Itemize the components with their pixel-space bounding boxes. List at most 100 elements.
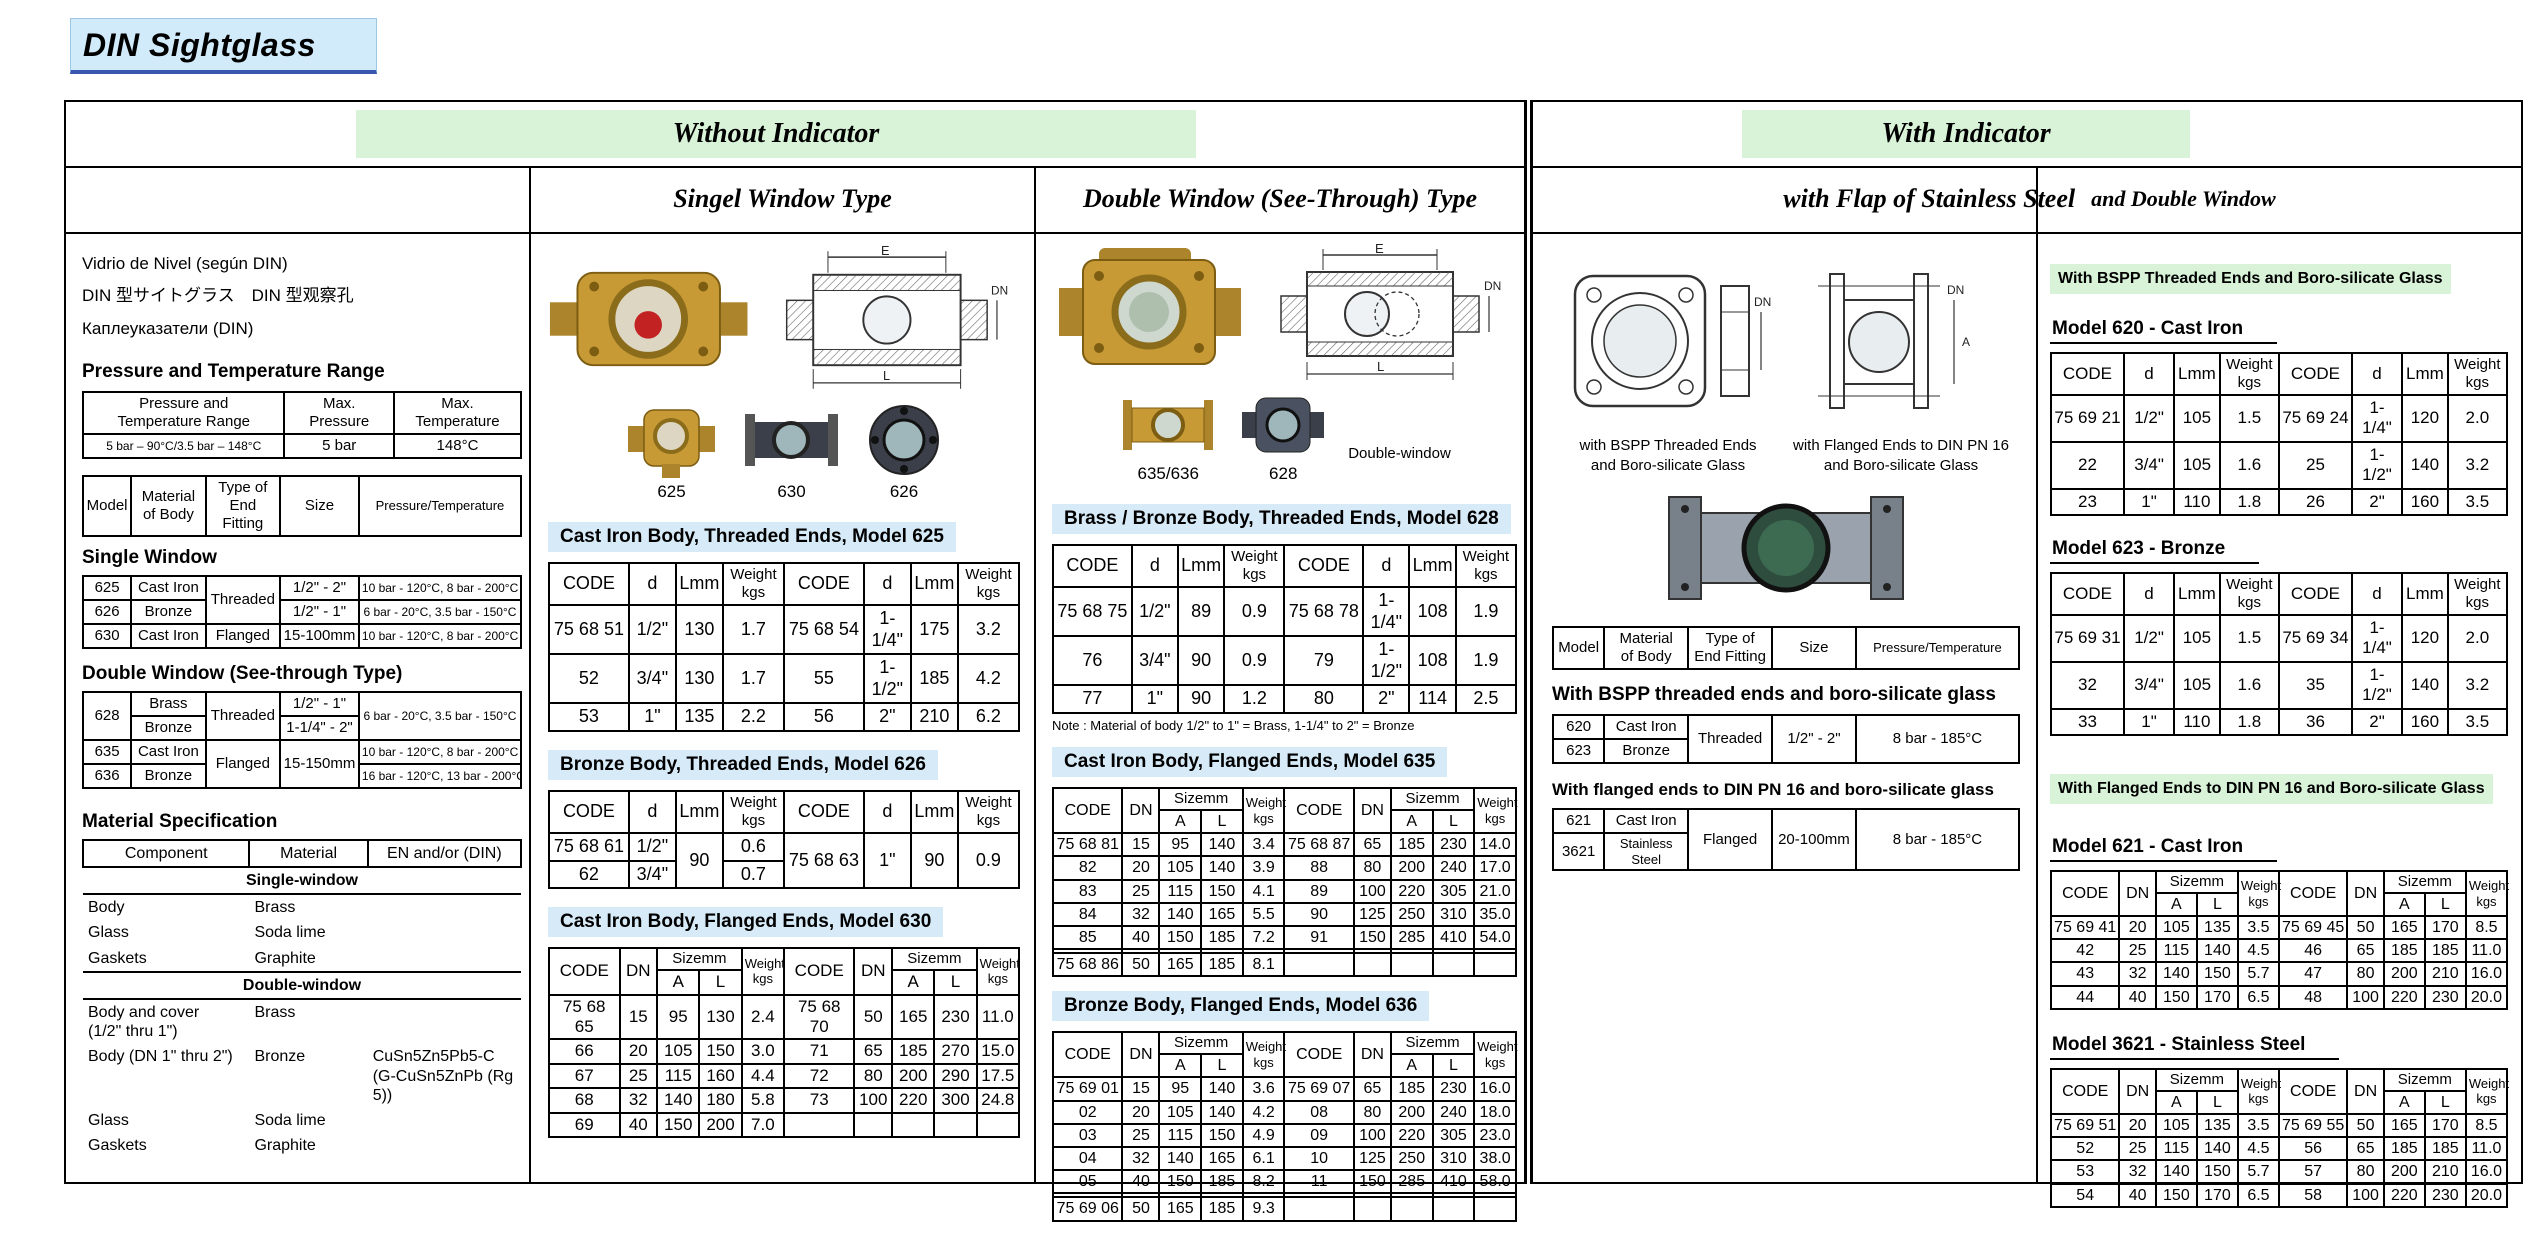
table-cell: 1" bbox=[627, 702, 677, 732]
table-cell: 77 bbox=[1052, 684, 1133, 714]
table-cell: 32 bbox=[2118, 961, 2157, 987]
table-header-cell: Lmm bbox=[2401, 352, 2449, 396]
table-cell: 150 bbox=[698, 1038, 743, 1065]
table-cell: Glass bbox=[88, 1111, 129, 1129]
table-cell: 140 bbox=[1200, 1099, 1244, 1125]
table-header-cell: CODE bbox=[782, 947, 856, 996]
table-header-cell: L bbox=[1200, 1053, 1244, 1079]
table-cell bbox=[368, 946, 521, 972]
table-cell: 150 bbox=[1352, 924, 1392, 951]
flap-heading-main: with Flap of Stainless Steel bbox=[1783, 184, 2076, 213]
table-cell: 52 bbox=[2049, 1136, 2121, 1162]
caption-model-630: Cast Iron Body, Flanged Ends, Model 630 bbox=[548, 907, 944, 938]
table-cell: 47 bbox=[2277, 961, 2349, 987]
table-cell: 75 69 01 bbox=[1051, 1076, 1124, 1102]
table-cell: 4.2 bbox=[956, 653, 1021, 705]
table-cell: 4.5 bbox=[2236, 938, 2280, 964]
caption-model-628: Brass / Bronze Body, Threaded Ends, Mode… bbox=[1052, 504, 1511, 534]
table-cell: 150 bbox=[1158, 924, 1203, 951]
table-header-cell: Sizemm bbox=[2154, 1067, 2239, 1092]
table-cell: 140 bbox=[1200, 855, 1244, 881]
table-cell: 54 bbox=[2049, 1182, 2121, 1208]
table-cell: 130 bbox=[674, 603, 724, 656]
table-header-cell: Lmm bbox=[2173, 571, 2221, 616]
drawing-double-window-section: E DN L bbox=[1279, 244, 1501, 380]
table-cell: 2.4 bbox=[740, 993, 785, 1041]
table-cell: 185 bbox=[1389, 832, 1434, 858]
caption-model-636: Bronze Body, Flanged Ends, Model 636 bbox=[1052, 991, 1430, 1022]
table-cell: 170 bbox=[2195, 984, 2239, 1010]
single-images-row2: 625 630 626 bbox=[548, 400, 1020, 502]
table-header-cell: CODE bbox=[2050, 352, 2125, 396]
table-cell: 150 bbox=[2195, 961, 2239, 987]
table-cell bbox=[1158, 948, 1203, 955]
table-cell: 75 68 86 bbox=[1051, 952, 1124, 978]
table-cell bbox=[368, 1108, 521, 1133]
table-header-cell: L bbox=[2195, 1089, 2239, 1116]
table-cell: 175 bbox=[909, 603, 959, 656]
table-cell: 1-1/4" bbox=[2350, 394, 2404, 443]
table-header-cell: Lmm bbox=[909, 562, 959, 606]
table-cell: 53 bbox=[2049, 1159, 2121, 1185]
table-cell: 1.6 bbox=[2218, 660, 2280, 710]
table-cell: 1.7 bbox=[721, 603, 785, 656]
table-cell: 125 bbox=[1352, 1146, 1392, 1172]
table-cell: 75 68 78 bbox=[1283, 585, 1365, 638]
table-cell: 23 bbox=[2050, 487, 2125, 516]
table-cell: 42 bbox=[2049, 938, 2121, 964]
with-indicator-tables-column: With BSPP Threaded Ends and Boro-silicat… bbox=[2049, 242, 2509, 1212]
product-figure-630: 630 bbox=[739, 400, 844, 502]
table-cell bbox=[1473, 1196, 1517, 1222]
table-header-cell: Lmm bbox=[2401, 571, 2449, 616]
table-cell: 15 bbox=[1121, 1076, 1161, 1102]
table-header-cell: L bbox=[1200, 808, 1244, 835]
table-cell: Stainless Steel bbox=[1603, 831, 1690, 872]
table-cell: 185 bbox=[1200, 1169, 1244, 1195]
dim-e-label: E bbox=[1375, 244, 1384, 256]
product-photo-sightglass-brass bbox=[549, 271, 748, 367]
table-cell: 75 68 81 bbox=[1051, 832, 1124, 858]
divider-col3 bbox=[2036, 166, 2038, 1184]
table-header-cell: CODE bbox=[548, 947, 621, 996]
table-cell bbox=[368, 999, 521, 1044]
table-cell: 2.5 bbox=[1454, 684, 1518, 714]
drawing-bspp-indicator: DN bbox=[1573, 274, 1771, 408]
table-cell: 185 bbox=[2382, 938, 2426, 964]
table-cell: 285 bbox=[1389, 924, 1434, 951]
material-spec-heading: Material Specification bbox=[82, 810, 278, 832]
table-cell: 185 bbox=[891, 1038, 936, 1065]
wi-bspp-heading: With BSPP threaded ends and boro-silicat… bbox=[1552, 684, 1996, 705]
table-cell: 220 bbox=[1389, 1122, 1434, 1149]
table-cell: 1-1/2" bbox=[862, 653, 912, 705]
table-cell: 230 bbox=[1431, 1076, 1476, 1102]
table-header-cell: A bbox=[2382, 1089, 2426, 1116]
table-cell: 10 bar - 120°C, 8 bar - 200°C bbox=[357, 622, 523, 649]
table-cell: 67 bbox=[548, 1062, 621, 1090]
table-header-cell: A bbox=[2154, 891, 2198, 918]
table-header-cell: Weight kgs bbox=[1473, 1031, 1517, 1079]
table-cell: 6.5 bbox=[2236, 1182, 2280, 1208]
table-cell: 2" bbox=[1362, 684, 1411, 714]
table-cell: 1/2" bbox=[1130, 585, 1180, 638]
table-cell: 1/2" - 1" bbox=[279, 598, 360, 625]
table-header-cell: Size bbox=[1771, 626, 1857, 670]
table-cell: 38.0 bbox=[1473, 1146, 1517, 1172]
table-header-cell: Weight kgs bbox=[2464, 1067, 2509, 1116]
table-cell: 90 bbox=[1176, 684, 1226, 714]
product-photo-625-tee bbox=[628, 409, 715, 478]
table-cell: 76 bbox=[1052, 635, 1133, 687]
table-cell: 120 bbox=[2401, 394, 2449, 443]
with-indicator-column: DN with BSPP Threaded Ends and Boro-sili… bbox=[1551, 242, 2021, 875]
table-cell: 2" bbox=[862, 702, 912, 732]
table-cell: 105 bbox=[2173, 394, 2221, 443]
table-cell bbox=[368, 920, 521, 945]
table-header-cell: Weight kgs bbox=[2446, 352, 2509, 396]
table-cell: 50 bbox=[1121, 1196, 1161, 1222]
table-header-cell: CODE bbox=[782, 562, 865, 606]
table-cell: 5.7 bbox=[2236, 1159, 2280, 1185]
table-cell: 83 bbox=[1051, 878, 1124, 904]
table-header-cell: Type of End Fitting bbox=[204, 474, 282, 537]
table-cell: 1/2" bbox=[2122, 394, 2176, 443]
table-cell: 14.0 bbox=[1473, 832, 1517, 858]
